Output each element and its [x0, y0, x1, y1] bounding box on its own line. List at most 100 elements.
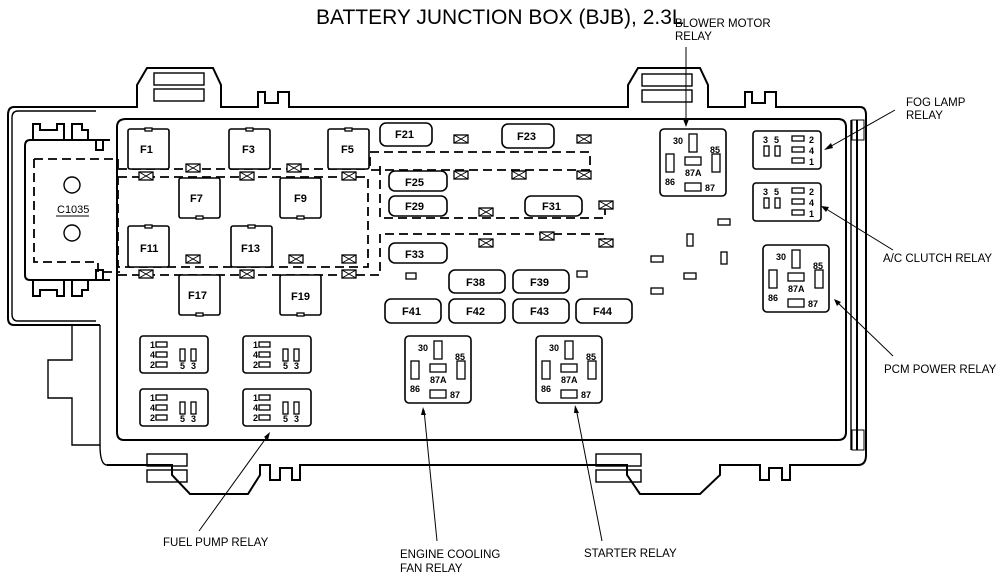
- pin-label: 1: [809, 209, 814, 219]
- fuse-F38[interactable]: F38: [448, 269, 506, 294]
- pin-label: 87: [705, 183, 715, 193]
- fuse-F11[interactable]: F11: [127, 224, 170, 268]
- terminal-marker: [511, 170, 527, 180]
- pin-label: 3: [763, 135, 768, 145]
- pin-label: 1: [150, 393, 155, 403]
- callout-pcm-power-relay: PCM POWER RELAY: [834, 299, 997, 376]
- terminal-marker: [478, 207, 494, 217]
- pin-label: 85: [813, 261, 823, 271]
- fuse-F19[interactable]: F19: [279, 274, 322, 317]
- pin-label: 86: [541, 384, 551, 394]
- terminal-marker: [341, 171, 357, 181]
- svg-text:F21: F21: [395, 129, 414, 141]
- terminal-marker: [341, 269, 357, 279]
- svg-text:RELAY: RELAY: [906, 110, 943, 122]
- svg-text:A/C CLUTCH RELAY: A/C CLUTCH RELAY: [883, 253, 992, 265]
- svg-text:F41: F41: [402, 306, 421, 318]
- svg-text:F42: F42: [466, 306, 485, 318]
- pin-label: 3: [191, 361, 196, 371]
- pin-label: 5: [774, 135, 779, 145]
- svg-text:ENGINE COOLING: ENGINE COOLING: [400, 549, 500, 561]
- pin-label: 85: [586, 352, 596, 362]
- pin-label: 3: [294, 414, 299, 424]
- svg-text:F29: F29: [405, 201, 424, 213]
- terminal-marker: [286, 163, 302, 173]
- pin-label: 2: [150, 360, 155, 370]
- housing-outline: [7, 67, 867, 495]
- svg-text:F19: F19: [291, 291, 310, 303]
- pin-label: 4: [253, 403, 258, 413]
- fuse-F33[interactable]: F33: [388, 242, 448, 264]
- fuse-F44[interactable]: F44: [575, 298, 633, 324]
- svg-text:F31: F31: [542, 201, 561, 213]
- pin-label: 30: [418, 343, 428, 353]
- svg-text:F1: F1: [140, 144, 153, 156]
- fuse-F31[interactable]: F31: [524, 195, 583, 217]
- pin-label: 87: [808, 299, 818, 309]
- pin-label: 5: [283, 361, 288, 371]
- svg-text:FUEL PUMP RELAY: FUEL PUMP RELAY: [163, 537, 269, 549]
- fuse-F21[interactable]: F21: [379, 122, 433, 147]
- fuse-F25[interactable]: F25: [388, 170, 448, 192]
- fuse-F42[interactable]: F42: [448, 298, 506, 324]
- callout-engine-cooling-fan-relay: ENGINE COOLING FAN RELAY: [400, 407, 500, 575]
- pin-label: 4: [809, 198, 814, 208]
- pin-label: 4: [150, 350, 155, 360]
- fuse-F41[interactable]: F41: [384, 298, 442, 324]
- svg-text:PCM POWER RELAY: PCM POWER RELAY: [884, 364, 997, 376]
- fuse-F43[interactable]: F43: [512, 298, 570, 324]
- fuse-F1[interactable]: F1: [127, 127, 170, 170]
- terminal-marker: [576, 134, 592, 144]
- svg-text:F43: F43: [530, 306, 549, 318]
- pin-label: 85: [455, 352, 465, 362]
- fuse-F23[interactable]: F23: [501, 123, 555, 149]
- pin-label: 30: [549, 343, 559, 353]
- callout-fog-lamp-relay: FOG LAMP RELAY: [824, 97, 966, 150]
- fuse-F5[interactable]: F5: [327, 127, 370, 170]
- pin-label: 87A: [685, 168, 702, 178]
- pin-label: 5: [283, 414, 288, 424]
- fuse-F39[interactable]: F39: [512, 269, 570, 294]
- terminal-marker: [185, 254, 201, 264]
- svg-text:F9: F9: [294, 193, 307, 205]
- svg-text:FOG LAMP: FOG LAMP: [906, 97, 966, 109]
- callout-ac-clutch-relay: A/C CLUTCH RELAY: [821, 206, 992, 265]
- terminal-marker: [539, 231, 555, 241]
- fuse-F13[interactable]: F13: [230, 224, 273, 268]
- fuse-F29[interactable]: F29: [388, 195, 448, 217]
- fuse-F3[interactable]: F3: [228, 127, 271, 170]
- fuse-F9[interactable]: F9: [279, 177, 322, 220]
- svg-text:F3: F3: [242, 144, 255, 156]
- pin-label: 86: [768, 293, 778, 303]
- pin-label: 87A: [788, 284, 805, 294]
- fuse-F7[interactable]: F7: [178, 177, 221, 220]
- pin-label: 87: [450, 390, 460, 400]
- terminal-marker: [478, 238, 494, 248]
- pin-label: 5: [774, 187, 779, 197]
- pin-label: 85: [710, 145, 720, 155]
- fuse-F17[interactable]: F17: [178, 274, 221, 317]
- svg-text:F39: F39: [530, 277, 549, 289]
- terminal-marker: [453, 134, 469, 144]
- svg-text:F44: F44: [593, 306, 613, 318]
- connector-c1035[interactable]: C1035: [33, 158, 120, 273]
- terminal-marker: [138, 269, 154, 279]
- svg-text:F11: F11: [140, 243, 158, 255]
- pin-label: 2: [809, 135, 814, 145]
- pin-label: 30: [673, 136, 683, 146]
- pin-label: 3: [763, 187, 768, 197]
- pin-label: 30: [776, 252, 786, 262]
- svg-text:F5: F5: [341, 144, 354, 156]
